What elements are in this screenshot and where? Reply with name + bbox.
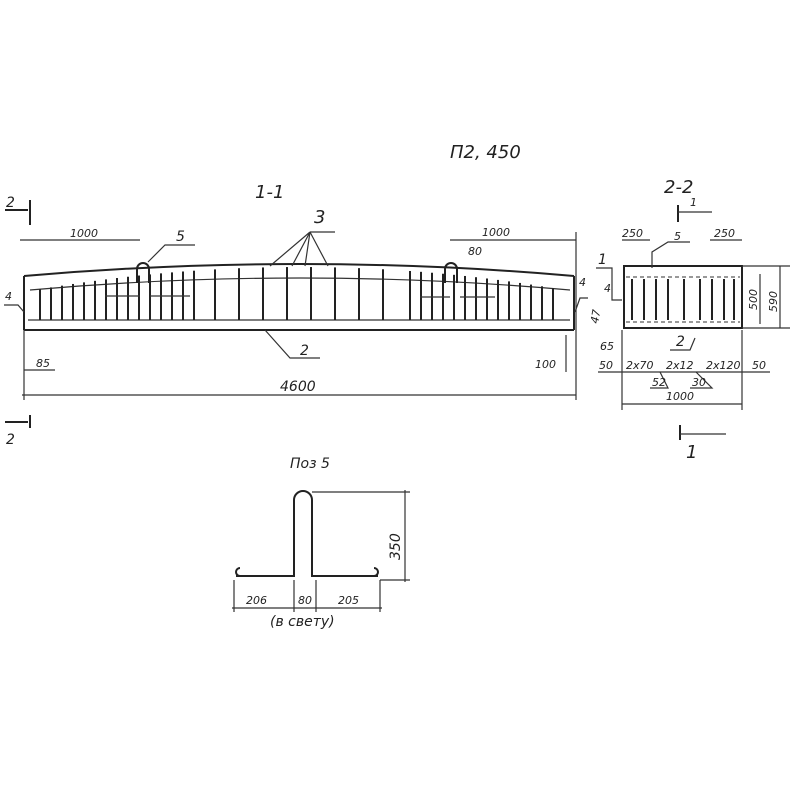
marker-2-2-pos1: 1 [598, 252, 607, 268]
dim-100: 100 [535, 358, 556, 371]
dim-65: 65 [600, 340, 614, 353]
angle-30: 30 [692, 376, 706, 389]
marker-pos3: 3 [314, 207, 325, 228]
cut-mark-1-bottom: 1 [686, 442, 697, 463]
dim-250-left: 250 [622, 227, 643, 240]
marker-2-2-pos4: 4 [604, 282, 611, 295]
dim-500: 500 [747, 289, 760, 310]
dim-2x12: 2x12 [666, 359, 694, 372]
dim-2x70: 2x70 [626, 359, 654, 372]
dim-4600: 4600 [280, 379, 316, 395]
dim-loop-80: 80 [468, 245, 482, 258]
dim-250-right: 250 [714, 227, 735, 240]
dim-350: 350 [388, 533, 404, 560]
marker-2-2-pos5: 5 [674, 230, 681, 243]
cut-mark-2-bottom: 2 [6, 432, 15, 448]
angle-52: 52 [652, 376, 666, 389]
marker-pos4-right: 4 [579, 276, 586, 289]
section-2-2-title: 2-2 [664, 177, 693, 198]
dim-50-right: 50 [752, 359, 766, 372]
dim-1000: 1000 [666, 390, 694, 403]
cut-mark-2-top: 2 [6, 195, 15, 211]
dim-85: 85 [36, 357, 50, 370]
dim-50-left: 50 [599, 359, 613, 372]
marker-2-2-pos2: 2 [676, 334, 685, 350]
marker-pos2: 2 [300, 343, 309, 359]
dim-left-1000: 1000 [70, 227, 98, 240]
section-1-1-title: 1-1 [255, 182, 284, 203]
dim-80: 80 [298, 594, 312, 607]
dim-47: 47 [588, 308, 603, 324]
pos5-title: Поз 5 [290, 456, 330, 472]
cross-section [623, 265, 743, 329]
marker-pos4-left: 4 [5, 290, 12, 303]
beam-elevation [23, 262, 575, 331]
sheet-code: П2, 450 [450, 142, 521, 163]
dim-206: 206 [246, 594, 267, 607]
pos5-bar-shape [236, 490, 378, 577]
lifting-loop-left [136, 262, 150, 283]
dim-590: 590 [767, 291, 780, 312]
cut-mark-1-top: 1 [690, 196, 697, 209]
dim-right-1000: 1000 [482, 226, 510, 239]
clear-span-note: (в свету) [270, 614, 335, 630]
lifting-loop-right [444, 262, 458, 283]
dim-205: 205 [338, 594, 359, 607]
dim-2x120: 2x120 [706, 359, 741, 372]
marker-pos5: 5 [176, 229, 185, 245]
